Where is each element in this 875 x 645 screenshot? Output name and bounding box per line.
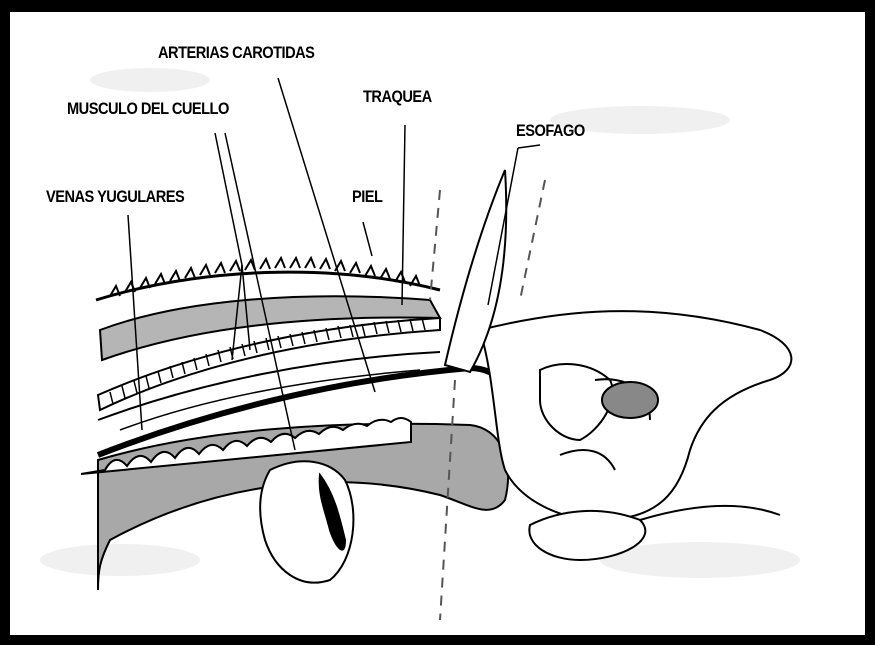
cow-head: [480, 311, 791, 560]
label-traquea: TRAQUEA: [363, 87, 432, 107]
label-arterias-carotidas: ARTERIAS CAROTIDAS: [158, 43, 314, 63]
label-piel: PIEL: [352, 187, 382, 207]
hand-leg: [260, 461, 353, 582]
label-venas-yugulares: VENAS YUGULARES: [46, 187, 184, 207]
label-esofago: ESOFAGO: [516, 121, 585, 141]
label-musculo-del-cuello: MUSCULO DEL CUELLO: [67, 99, 229, 119]
